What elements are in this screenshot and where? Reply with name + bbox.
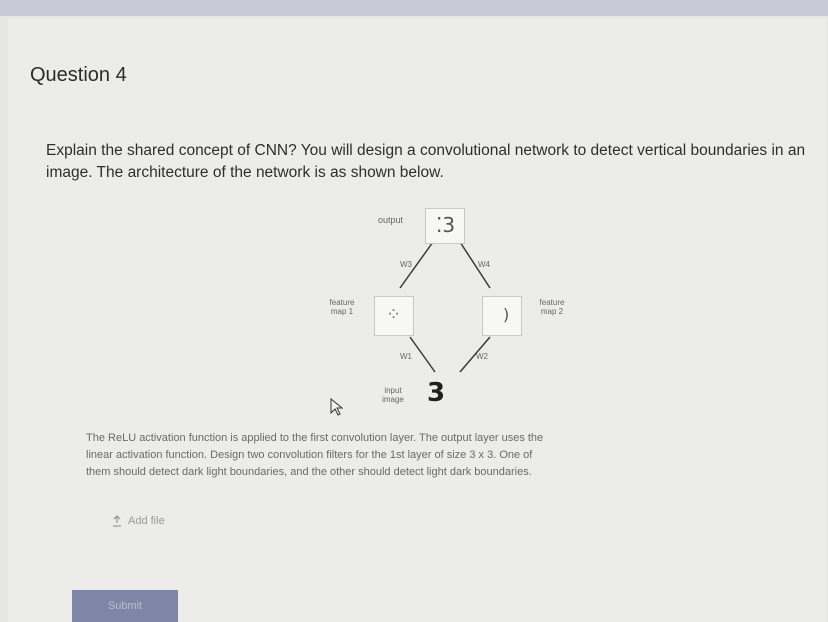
edge-input-fm1 — [409, 336, 436, 373]
weight-w4: W4 — [478, 260, 490, 269]
feature-map-1-label: feature map 1 — [329, 298, 355, 316]
input-image-label: input image — [382, 386, 404, 404]
output-label: output — [378, 215, 404, 225]
input-image-digit: 3 — [427, 378, 446, 408]
output-map-glyph: ⁚3 — [436, 213, 456, 237]
question-card — [8, 18, 826, 622]
mouse-cursor-icon — [330, 398, 344, 416]
question-prompt: Explain the shared concept of CNN? You w… — [46, 142, 806, 181]
description-line-3: them should detect dark light boundaries… — [86, 466, 532, 478]
weight-w2: W2 — [476, 352, 488, 361]
upload-icon — [113, 515, 121, 527]
edge-input-fm2 — [459, 336, 491, 373]
question-description: The ReLU activation function is applied … — [86, 430, 796, 481]
weight-w1: W1 — [400, 352, 412, 361]
output-map: ⁚3 — [425, 208, 465, 244]
cnn-diagram: output ⁚3 W3 W4 feature map 1 ⁘ ) featur… — [300, 200, 600, 420]
edge-fm2-output — [459, 241, 491, 289]
browser-top-strip — [0, 0, 828, 16]
feature-map-2: ) — [482, 296, 522, 336]
feature-map-1: ⁘ — [374, 296, 414, 336]
description-line-2: linear activation function. Design two c… — [86, 449, 533, 461]
add-file-button[interactable]: Add file — [112, 515, 165, 527]
diagram-connections — [399, 241, 491, 373]
add-file-label: Add file — [128, 515, 165, 527]
edge-fm1-output — [399, 241, 434, 289]
submit-button[interactable]: Submit — [72, 590, 178, 622]
weight-w3: W3 — [400, 260, 412, 269]
question-title: Question 4 — [30, 64, 127, 86]
feature-map-2-glyph: ) — [503, 305, 510, 324]
feature-map-2-label: feature map 2 — [539, 298, 565, 316]
description-line-1: The ReLU activation function is applied … — [86, 432, 544, 444]
feature-map-1-glyph: ⁘ — [386, 304, 402, 325]
